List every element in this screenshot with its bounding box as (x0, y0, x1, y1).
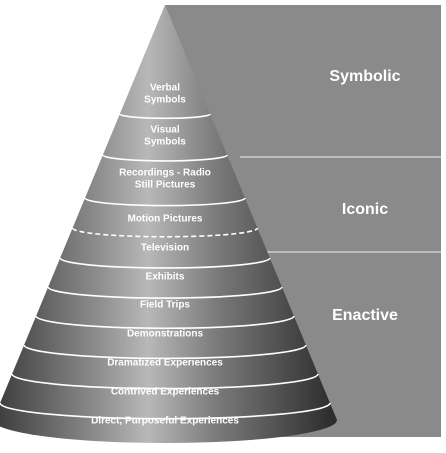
category-label-symbolic: Symbolic (329, 68, 400, 85)
cone-band-separator (11, 373, 319, 390)
cone-level-label: Dramatized Experiences (107, 358, 223, 369)
cone-band-separator (59, 257, 271, 269)
cone-level-label: Demonstrations (127, 329, 204, 340)
cone-level-label-line: Motion Pictures (127, 214, 202, 225)
cone-level-label-line: Verbal (150, 83, 180, 94)
cone-body (0, 5, 337, 443)
cone-band-separator (119, 113, 211, 120)
cone-level-label-line: Symbols (144, 95, 186, 106)
cone-level-label-line: Direct, Purposeful Experiences (91, 416, 239, 427)
cone-level-label: Direct, Purposeful Experiences (91, 416, 239, 427)
cone-level-label-line: Dramatized Experiences (107, 358, 223, 369)
cone-level-label: Television (141, 243, 189, 254)
cone-level-label-line: Contrived Experiences (111, 387, 220, 398)
cone-level-label-line: Visual (150, 125, 179, 136)
cone-level-label: Motion Pictures (127, 214, 202, 225)
cone-level-label-line: Exhibits (146, 272, 185, 283)
cone-band-separator (102, 154, 228, 162)
cone-band-separator (23, 344, 307, 360)
cone-band-separator (47, 286, 283, 299)
category-label-enactive: Enactive (332, 307, 398, 324)
cone-level-label: Field Trips (140, 300, 190, 311)
cone-level-label-line: Demonstrations (127, 329, 204, 340)
cone-band-separator (0, 402, 331, 420)
cone-level-label-line: Television (141, 243, 189, 254)
cone-level-label-line: Recordings - Radio (119, 168, 211, 179)
cone-level-label-line: Field Trips (140, 300, 190, 311)
cone-level-label-line: Symbols (144, 137, 186, 148)
cone-level-label-line: Still Pictures (135, 180, 196, 191)
cone-level-label: Contrived Experiences (111, 387, 220, 398)
cone-separators (0, 113, 331, 420)
cone-band-separator (84, 197, 246, 207)
cone-band-separator (71, 227, 259, 238)
category-label-iconic: Iconic (342, 201, 388, 218)
cone-level-label: Exhibits (146, 272, 185, 283)
cone-band-separator (35, 315, 295, 330)
